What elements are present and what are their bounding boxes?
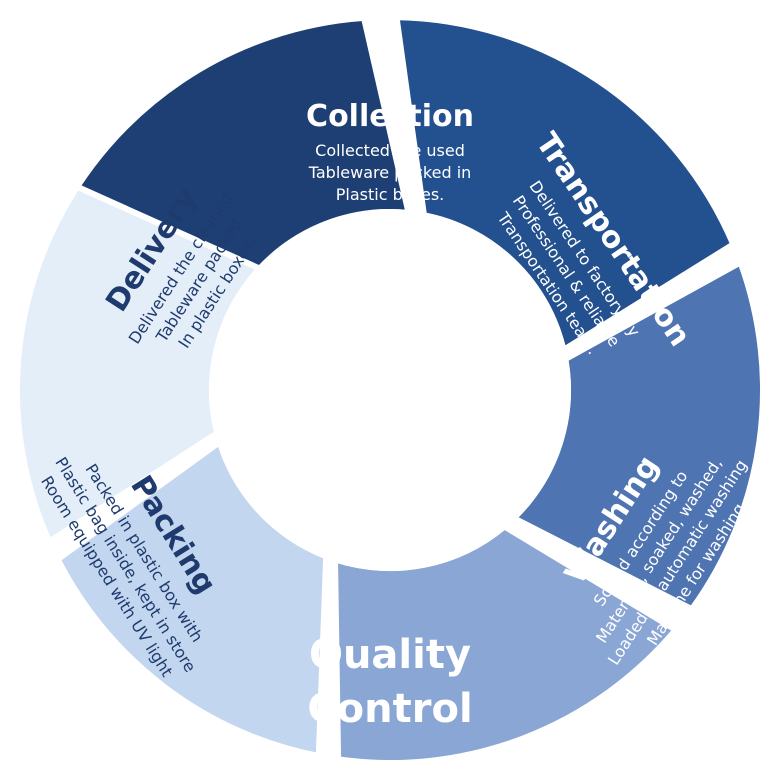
- step-title-collection: Collection: [306, 99, 474, 134]
- step-description-collection: Plastic boxes.: [336, 185, 445, 204]
- step-title-quality-control: Quality: [309, 632, 471, 678]
- cycle-segments: [13, 14, 766, 766]
- step-title-quality-control: Control: [307, 686, 472, 732]
- step-description-collection: Tableware packed in: [308, 163, 472, 182]
- step-description-collection: Collected the used: [315, 141, 465, 160]
- center-hole: [209, 209, 571, 571]
